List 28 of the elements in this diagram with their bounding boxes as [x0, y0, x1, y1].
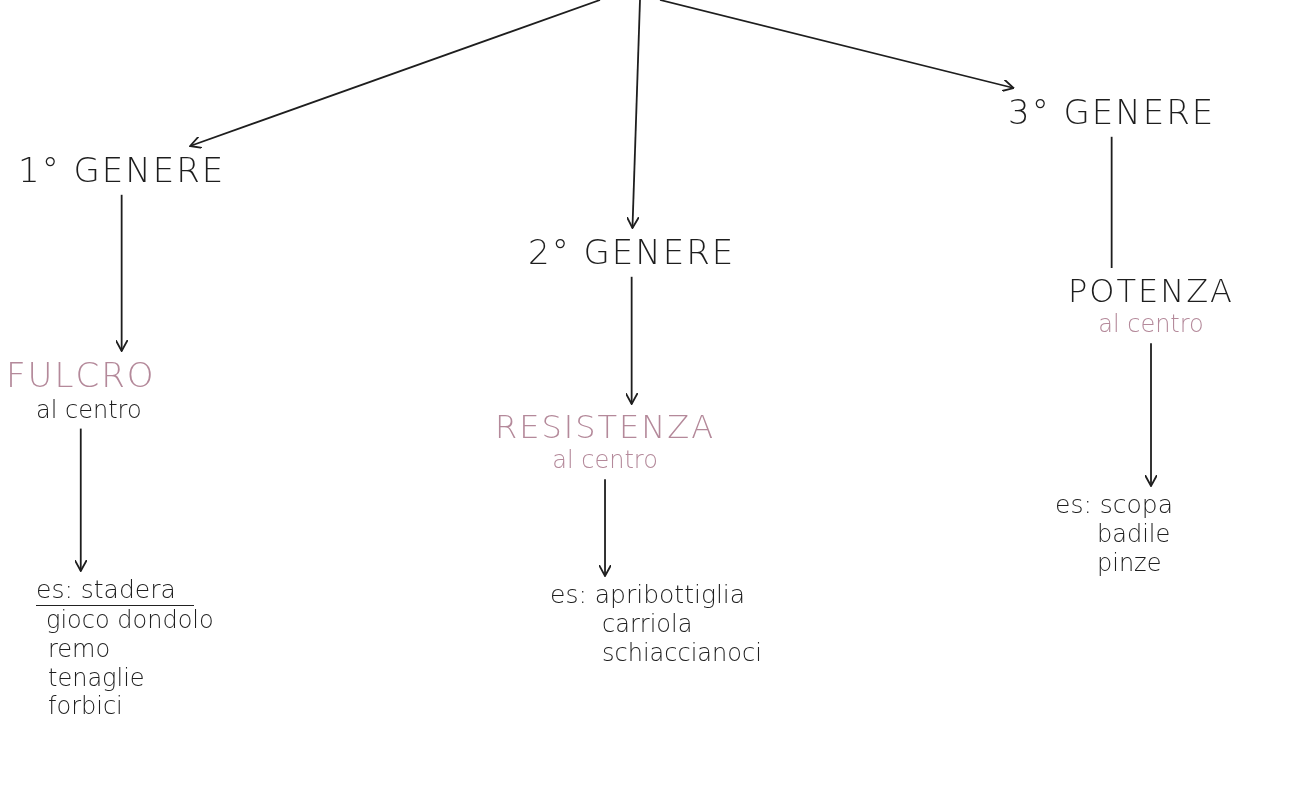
arrow	[598, 478, 612, 577]
arrow	[189, 0, 601, 149]
arrow	[625, 0, 641, 229]
node-text: tenaglie	[48, 663, 145, 693]
node-text: al centro	[552, 446, 658, 476]
node-label: es: scopa	[1055, 490, 1174, 520]
node-text: forbici	[48, 692, 123, 722]
node-text: gioco dondolo	[46, 606, 214, 635]
node-label: es: apribottiglia	[550, 580, 746, 610]
arrow	[659, 0, 1015, 93]
node-label: 3° GENERE	[1008, 92, 1216, 133]
node-label: POTENZA	[1068, 272, 1234, 311]
node-label: RESISTENZA	[495, 408, 716, 447]
node-label: FULCRO	[6, 355, 156, 396]
node-text: al centro	[1098, 310, 1204, 340]
node-text: pinze	[1097, 548, 1162, 578]
arrow	[114, 193, 129, 352]
node-text: carriola	[602, 610, 693, 639]
arrow	[1144, 342, 1158, 487]
arrow	[73, 427, 88, 572]
node-label: 2° GENERE	[528, 232, 736, 273]
arrow	[624, 275, 639, 405]
node-text: schiaccianoci	[602, 638, 762, 668]
node-text: al centro	[36, 395, 142, 425]
node-text: badile	[1097, 520, 1171, 549]
node-text: remo	[48, 634, 111, 664]
node-label: 1° GENERE	[18, 150, 226, 191]
node-label: es: stadera	[36, 575, 194, 606]
